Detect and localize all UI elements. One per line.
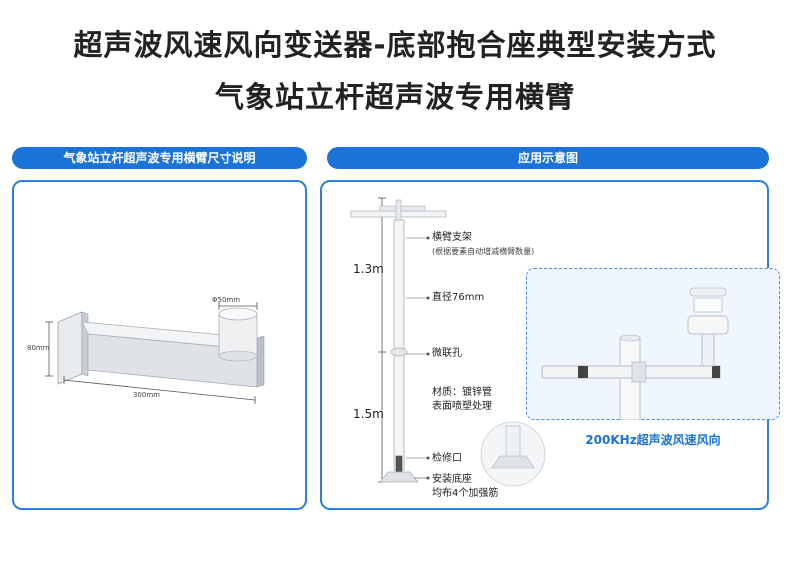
label-base-1: 安装底座	[432, 474, 472, 485]
label-access-port: 检修口	[432, 453, 462, 464]
right-section-header: 应用示意图	[327, 147, 769, 169]
left-section-header: 气象站立杆超声波专用横臂尺寸说明	[12, 147, 307, 169]
label-base-2: 均布4个加强筋	[432, 488, 499, 499]
pole-drawing	[350, 197, 546, 487]
label-material-2: 表面喷塑处理	[432, 401, 492, 412]
dimension-height: 80mm	[27, 344, 50, 352]
label-material-1: 材质：镀锌管	[432, 387, 492, 398]
sensor-drawing	[541, 287, 729, 420]
dimension-diameter: Φ50mm	[212, 296, 241, 304]
crossarm-drawing	[45, 302, 265, 404]
label-diameter: 直径76mm	[432, 292, 485, 303]
label-crossarm-note: (根据要素自动增减横臂数量)	[432, 247, 535, 256]
label-crossarm: 横臂支架	[432, 232, 472, 243]
page-subtitle: 气象站立杆超声波专用横臂	[214, 80, 575, 114]
inset-caption: 200KHz超声波风速风向	[585, 433, 721, 447]
height-bottom-label: 1.5m	[353, 407, 384, 421]
height-top-label: 1.3m	[353, 262, 384, 276]
label-holes: 微联孔	[432, 348, 462, 359]
sensor-inset	[526, 268, 780, 420]
page-title: 超声波风速风向变送器-底部抱合座典型安装方式	[73, 28, 717, 62]
dimension-length: 300mm	[133, 391, 160, 399]
